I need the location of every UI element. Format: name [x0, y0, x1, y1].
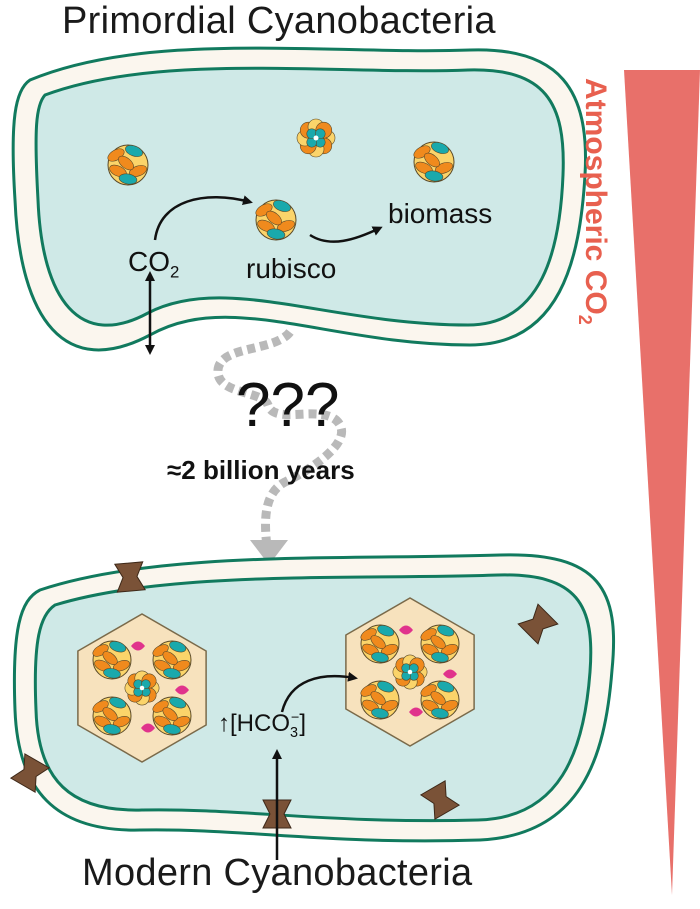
- rubisco-icon: [107, 144, 149, 186]
- co2-to-rubisco-arrow: [153, 195, 253, 241]
- hco3-superscript: −: [291, 710, 300, 726]
- rubisco-label: rubisco: [246, 253, 337, 284]
- hco3-bracket-close: ]: [299, 710, 307, 737]
- hco3-label: ↑[HCO3−]: [218, 710, 306, 741]
- atmospheric-co2-label: Atmospheric CO2: [574, 78, 612, 325]
- carboxysome: [345, 597, 475, 747]
- evolution-path: [213, 328, 347, 556]
- rubisco-top-view-icon: [296, 118, 336, 158]
- hco3-up-arrow: ↑: [218, 710, 230, 737]
- carboxysome: [77, 613, 207, 763]
- rubisco-icon: [413, 141, 455, 183]
- primordial-title: Primordial Cyanobacteria: [62, 0, 496, 42]
- atmospheric-co2-subscript: 2: [575, 314, 595, 325]
- bicarbonate-transporter-icon: [113, 561, 147, 593]
- hco3-to-carboxysome-arrow: [280, 671, 358, 713]
- modern-title: Modern Cyanobacteria: [82, 852, 473, 894]
- unknown-question-marks: ???: [236, 371, 340, 440]
- hco3-bracket-open: [HCO: [230, 710, 290, 737]
- bicarbonate-transporter-icon: [517, 603, 559, 645]
- evolution-arrowhead: [250, 540, 288, 565]
- co2-base: CO: [128, 246, 170, 277]
- co2-label: CO2: [128, 246, 179, 283]
- bicarbonate-transporter-icon: [9, 753, 51, 793]
- primordial-cell: [11, 46, 588, 352]
- atmospheric-co2-base: Atmospheric CO: [579, 78, 612, 315]
- bicarbonate-transporter-icon: [419, 780, 461, 820]
- primordial-inner-membrane: [34, 66, 565, 327]
- atmospheric-co2-wedge: [624, 70, 700, 895]
- rubisco-to-biomass-arrow: [309, 226, 383, 243]
- biomass-label: biomass: [388, 198, 493, 229]
- co2-subscript: 2: [170, 262, 180, 282]
- hco3-subscript: 3: [290, 724, 299, 741]
- rubisco-icon: [255, 199, 297, 241]
- timespan-label: ≈2 billion years: [167, 455, 355, 485]
